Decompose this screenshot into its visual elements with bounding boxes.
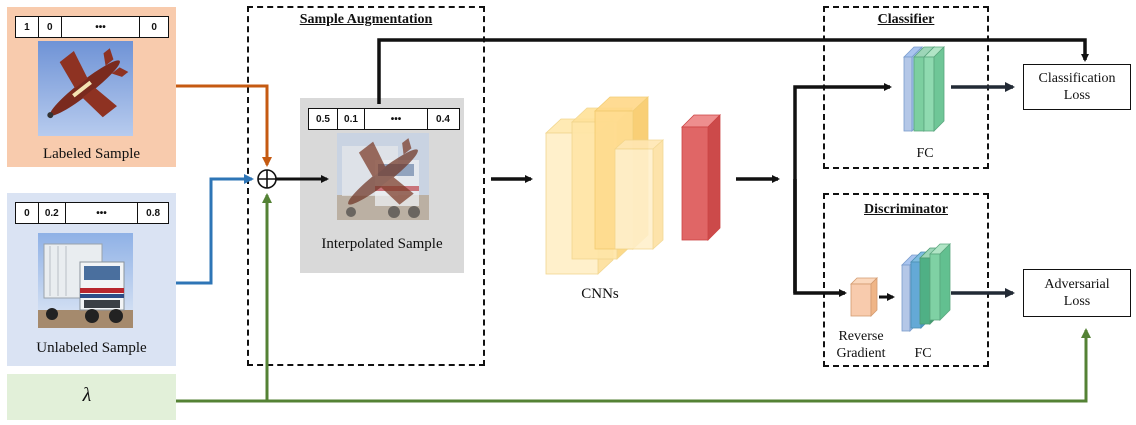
interpolated-image	[337, 133, 429, 220]
interpolated-label-vector: 0.5 0.1 ••• 0.4	[308, 108, 460, 130]
sample-augmentation-box	[247, 6, 485, 366]
discriminator-fc-layer	[901, 243, 951, 332]
reverse-label-line-1: Reverse	[838, 329, 884, 344]
discriminator-box	[823, 193, 989, 367]
mixed-label-line	[377, 38, 1089, 104]
branch-to-classifier	[793, 83, 892, 293]
label-cell: 0	[16, 203, 39, 223]
branch-to-discriminator	[793, 179, 847, 297]
classifier-fc-label: FC	[916, 146, 934, 161]
lambda-panel	[7, 374, 176, 420]
reverse-gradient-label: Reverse Gradient	[825, 328, 897, 362]
labeled-flow-line	[176, 84, 272, 167]
discriminator-title: Discriminator	[864, 202, 948, 217]
label-cell: 0	[151, 21, 157, 33]
classifier-title: Classifier	[877, 12, 935, 27]
label-cell: 0.4	[436, 113, 450, 125]
unlabeled-sample-caption: Unlabeled Sample	[36, 340, 147, 356]
label-cell: 0.5	[309, 109, 338, 129]
label-cell: 0.8	[146, 207, 161, 219]
classification-loss-box: Classification Loss	[1023, 64, 1131, 110]
label-cell: 0.1	[338, 109, 365, 129]
cnn-caption: CNNs	[581, 286, 619, 302]
classifier-fc-layer	[903, 46, 945, 132]
classification-loss-line-1: Classification	[1038, 71, 1116, 86]
unlabeled-flow-line	[176, 174, 254, 285]
airplane-image	[38, 41, 133, 136]
labeled-label-vector: 1 0 ••• 0	[15, 16, 169, 38]
cnn-blocks	[544, 96, 721, 275]
classification-loss-line-2: Loss	[1063, 88, 1091, 103]
adversarial-loss-line-1: Adversarial	[1044, 277, 1110, 292]
unlabeled-label-vector: 0 0.2 ••• 0.8	[15, 202, 169, 224]
adversarial-loss-box: Adversarial Loss	[1023, 269, 1131, 317]
lambda-symbol: λ	[82, 384, 92, 406]
label-cell: •••	[66, 203, 139, 223]
reverse-label-line-2: Gradient	[836, 346, 886, 361]
reverse-gradient-block	[850, 277, 878, 317]
sample-augmentation-title: Sample Augmentation	[299, 12, 433, 27]
adversarial-loss-line-2: Loss	[1063, 294, 1091, 309]
label-cell: •••	[365, 109, 428, 129]
label-cell: 0	[39, 17, 62, 37]
interpolated-sample-caption: Interpolated Sample	[321, 236, 443, 252]
truck-image	[38, 233, 133, 328]
discriminator-fc-label: FC	[914, 346, 932, 361]
label-cell: •••	[62, 17, 141, 37]
lambda-flow-line	[176, 328, 1091, 403]
labeled-sample-caption: Labeled Sample	[42, 146, 141, 162]
mixup-plus-icon	[257, 169, 277, 189]
label-cell: 1	[16, 17, 39, 37]
label-cell: 0.2	[39, 203, 66, 223]
